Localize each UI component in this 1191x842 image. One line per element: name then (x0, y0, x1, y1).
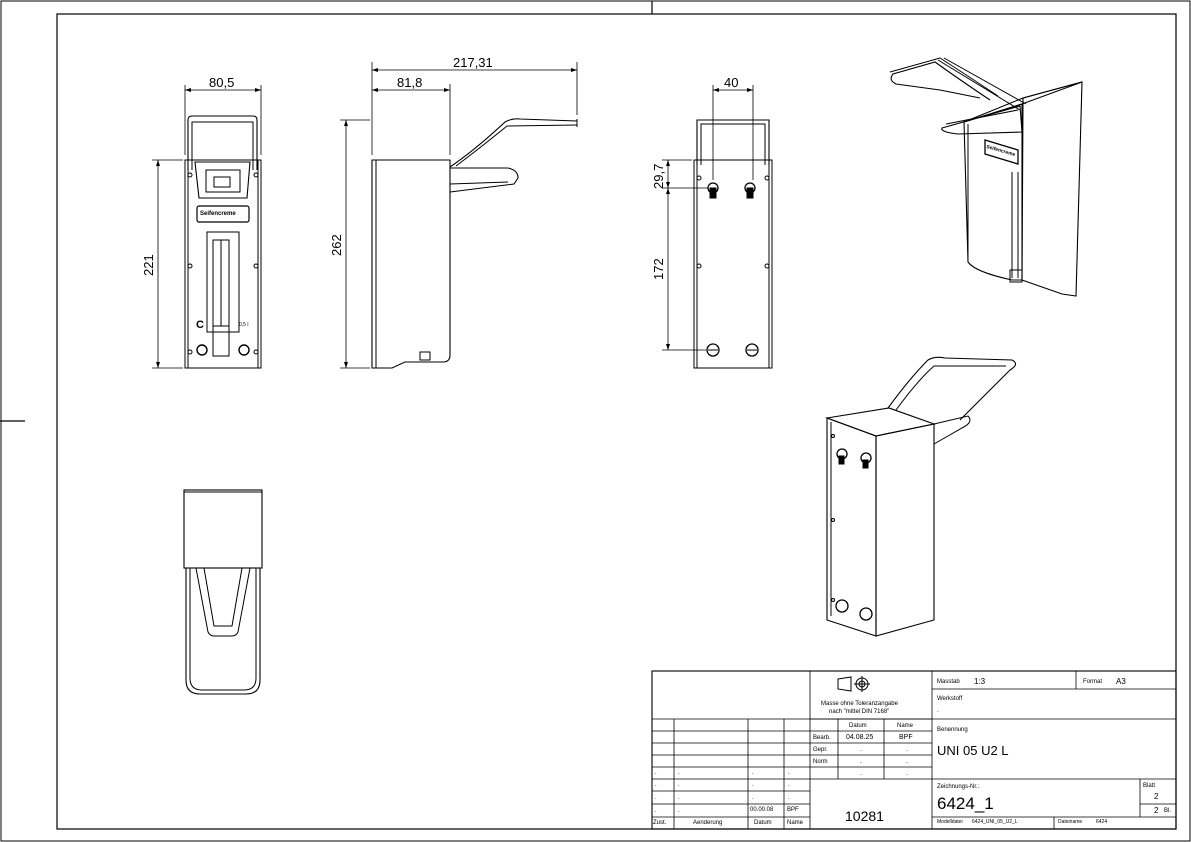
isometric-view-front (889, 57, 1083, 297)
dim-rear-hole-spacing: 40 (724, 75, 739, 90)
model-file-value: 6424_UNI_05_U2_L (972, 819, 1018, 825)
scale-value: 1:3 (974, 677, 986, 686)
data-name-label: Dateiname (1058, 819, 1083, 825)
rev-change-header: Aenderung (693, 820, 723, 826)
row-check-label: Gepr. (813, 747, 828, 753)
rev-row4-change: . (678, 808, 680, 814)
scale-label: Masstab (937, 679, 960, 685)
rev-row2-change: . (678, 782, 680, 788)
order-number: 10281 (845, 808, 884, 824)
row-norm-label: Norm (813, 759, 828, 765)
norm-name: . (906, 758, 908, 765)
tolerance-note-line1: Masse ohne Toleranzangabe (821, 701, 898, 707)
material-label: Werkstoff (937, 696, 963, 702)
format-value: A3 (1116, 677, 1126, 686)
dim-front-width: 80,5 (209, 75, 235, 90)
front-view: C 0,5 l (184, 115, 262, 369)
blank-name: . (906, 770, 908, 777)
rev-row3-date: . (752, 795, 754, 801)
dim-side-body-depth: 81,8 (397, 75, 423, 90)
rev-row3-name: . (788, 795, 790, 801)
sheet-label: Blatt (1143, 783, 1156, 789)
dim-side-total-length: 217,31 (453, 55, 493, 70)
rev-row1-name: . (788, 770, 790, 776)
rear-view (693, 119, 773, 369)
rev-date-header: Datum (754, 820, 772, 826)
rev-index-header: Zust. (653, 820, 667, 826)
title-block-grid (651, 670, 1177, 830)
drawing-number: 6424_1 (937, 794, 994, 813)
svg-text:0,5 l: 0,5 l (239, 322, 248, 328)
col-name-header: Name (897, 723, 914, 729)
col-date-header: Datum (849, 723, 867, 729)
blank-date: . (860, 770, 862, 777)
sheets-suffix: Bl. (1164, 808, 1172, 814)
dimension-lines (152, 62, 754, 369)
check-date: . (860, 746, 862, 753)
edit-date: 04.08.25 (846, 734, 874, 741)
sheet-number: 2 (1154, 792, 1159, 801)
rev-row2-date: . (752, 782, 754, 788)
sheets-total: 2 (1154, 806, 1159, 815)
projection-symbol-icon (837, 676, 870, 692)
drawing-no-label: Zeichnungs-Nr.: (937, 784, 980, 790)
rev-name-header: Name (787, 820, 804, 826)
dim-front-height: 221 (141, 254, 156, 276)
row-edit-label: Bearb. (813, 735, 831, 741)
material-value: . (937, 708, 939, 714)
rev-row4-index: . (655, 808, 657, 814)
rev-row3-change: . (678, 795, 680, 801)
dim-side-height: 262 (329, 234, 344, 256)
rev-row2-name: . (788, 782, 790, 788)
rev-row2-index: . (655, 782, 657, 788)
check-name: . (906, 746, 908, 753)
format-label: Format (1083, 679, 1103, 685)
side-view (371, 118, 578, 369)
model-file-label: Modelldatei (937, 819, 963, 825)
name-label: Benennung (937, 727, 968, 733)
rev-row1-change: . (678, 770, 680, 776)
data-name-value: 6424 (1096, 819, 1108, 825)
rev-row3-index: . (655, 795, 657, 801)
isometric-view-rear (824, 356, 1017, 637)
edit-name: BPF (899, 734, 913, 741)
product-label: Seifencreme (200, 211, 236, 217)
rev-row1-date: . (752, 770, 754, 776)
rev-date-value: 00.00.08 (750, 807, 774, 813)
tolerance-note-line2: nach "mittel DIN 7168" (829, 709, 890, 715)
drawing-title: UNI 05 U2 L (937, 743, 1009, 758)
svg-text:C: C (196, 319, 204, 331)
dim-rear-hole-vertical: 172 (651, 258, 666, 280)
rev-name-value: BPF (787, 807, 799, 813)
norm-date: . (860, 758, 862, 765)
dim-rear-top-offset: 29,7 (651, 163, 666, 189)
rev-row1-index: . (655, 770, 657, 776)
dimension-arrows (156, 68, 753, 368)
top-view (183, 489, 263, 695)
